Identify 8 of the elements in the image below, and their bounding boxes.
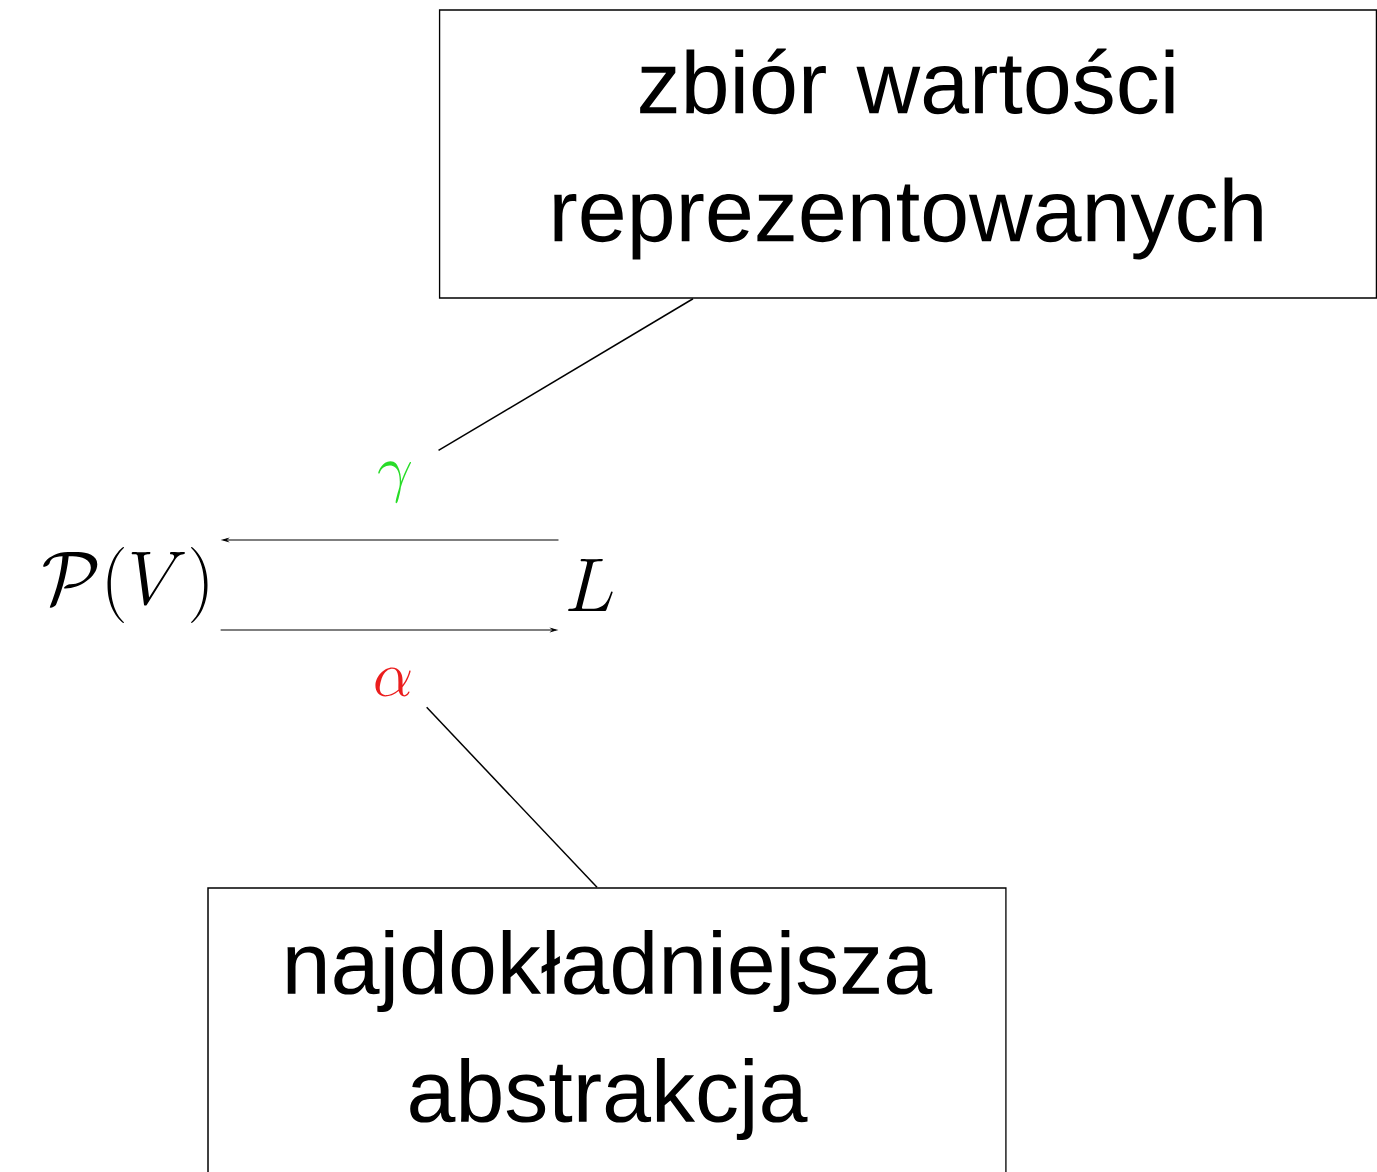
leader-line xyxy=(425,706,598,888)
map-symbol: $\gamma$ xyxy=(378,461,412,504)
lattice-symbol: $L$ xyxy=(568,559,613,611)
map-symbol: $\alpha$ xyxy=(375,667,411,697)
text-box: zbiór wartości reprezentowanych xyxy=(438,9,1377,299)
set-symbol: $\mathcal{P}(V)$ xyxy=(43,547,208,623)
leader-line xyxy=(437,298,694,452)
text-box: najdokładniejsza abstrakcja xyxy=(207,887,1007,1172)
